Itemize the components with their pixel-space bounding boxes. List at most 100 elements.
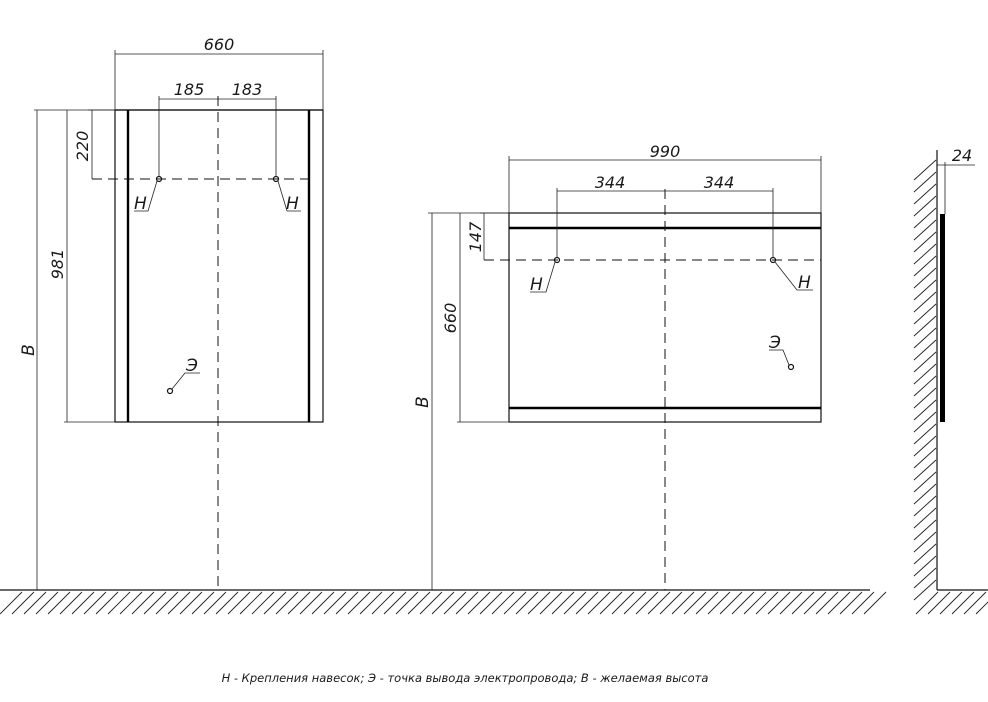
hatch-stroke	[913, 243, 937, 265]
left-top-offset-dim: 220	[73, 131, 92, 162]
middle-view: H H Э 990 344 344 147 660 B	[413, 142, 822, 590]
hatch-stroke	[491, 591, 515, 615]
hatch-stroke	[731, 591, 755, 615]
middle-top-offset-dim: 147	[466, 221, 485, 252]
hatch-stroke	[779, 591, 803, 615]
hatch-stroke	[275, 591, 299, 615]
hatch-stroke	[913, 543, 937, 565]
hatch-stroke	[913, 327, 937, 349]
hatch-stroke	[913, 159, 937, 181]
middle-power-label: Э	[768, 333, 781, 353]
hatch-stroke	[913, 399, 937, 421]
hatch-stroke	[913, 519, 937, 541]
hatch-stroke	[839, 591, 863, 615]
hatch-stroke	[467, 591, 491, 615]
hatch-stroke	[913, 267, 937, 289]
hatch-stroke	[359, 591, 383, 615]
hatch-stroke	[419, 591, 443, 615]
hatch-stroke	[11, 591, 35, 615]
hatch-stroke	[915, 591, 939, 615]
hatch-stroke	[47, 591, 71, 615]
side-depth-dim: 24	[952, 146, 972, 165]
hatch-stroke	[913, 435, 937, 457]
left-power-label: Э	[185, 356, 198, 376]
hatch-stroke	[623, 591, 647, 615]
left-cabinet-outline	[114, 109, 324, 423]
hatch-stroke	[913, 387, 937, 409]
hatch-stroke	[913, 351, 937, 373]
hatch-stroke	[851, 591, 875, 615]
hatch-stroke	[407, 591, 431, 615]
hatch-stroke	[143, 591, 167, 615]
hatch-stroke	[659, 591, 683, 615]
hatch-stroke	[107, 591, 131, 615]
hatch-stroke	[323, 591, 347, 615]
hatch-stroke	[575, 591, 599, 615]
hatch-stroke	[743, 591, 767, 615]
hatch-stroke	[395, 591, 419, 615]
hatch-stroke	[913, 471, 937, 493]
side-mirror-profile	[940, 214, 945, 422]
hatch-stroke	[35, 591, 59, 615]
hatch-stroke	[913, 459, 937, 481]
hatch-stroke	[863, 591, 887, 615]
floor-hatch	[0, 591, 887, 615]
hatch-stroke	[95, 591, 119, 615]
hatch-stroke	[23, 591, 47, 615]
hatch-stroke	[695, 591, 719, 615]
hatch-stroke	[263, 591, 287, 615]
side-view: 24	[913, 146, 988, 615]
hatch-stroke	[203, 591, 227, 615]
hatch-stroke	[119, 591, 143, 615]
hatch-stroke	[913, 567, 937, 589]
middle-mount-label-left: H	[530, 275, 543, 295]
middle-power-point	[787, 363, 795, 371]
hatch-stroke	[251, 591, 275, 615]
side-floor-hatch	[915, 591, 988, 615]
floor	[0, 589, 887, 615]
hatch-stroke	[767, 591, 791, 615]
hatch-stroke	[71, 591, 95, 615]
hatch-stroke	[587, 591, 611, 615]
hatch-stroke	[287, 591, 311, 615]
hatch-stroke	[599, 591, 623, 615]
hatch-stroke	[515, 591, 539, 615]
left-height-dim: 981	[48, 249, 67, 280]
hatch-stroke	[913, 363, 937, 385]
hatch-stroke	[239, 591, 263, 615]
left-mount-label-left: H	[134, 194, 147, 214]
hatch-stroke	[755, 591, 779, 615]
hatch-stroke	[927, 591, 951, 615]
left-offset-left-dim: 185	[174, 80, 205, 99]
hatch-stroke	[913, 339, 937, 361]
hatch-stroke	[913, 183, 937, 205]
hatch-stroke	[975, 601, 988, 615]
hatch-stroke	[913, 279, 937, 301]
hatch-stroke	[913, 483, 937, 505]
legend: H - Крепления навесок; Э - точка вывода …	[221, 671, 709, 685]
hatch-stroke	[803, 591, 827, 615]
hatch-stroke	[683, 591, 707, 615]
hatch-stroke	[913, 447, 937, 469]
hatch-stroke	[913, 195, 937, 217]
left-mount-label-right: H	[286, 194, 299, 214]
hatch-stroke	[913, 219, 937, 241]
hatch-stroke	[215, 591, 239, 615]
hatch-stroke	[551, 591, 575, 615]
middle-height-dim: 660	[441, 303, 460, 334]
hatch-stroke	[443, 591, 467, 615]
hatch-stroke	[227, 591, 251, 615]
hatch-stroke	[311, 591, 335, 615]
hatch-stroke	[913, 291, 937, 313]
hatch-stroke	[347, 591, 371, 615]
hatch-stroke	[299, 591, 323, 615]
hatch-stroke	[383, 591, 407, 615]
hatch-stroke	[913, 207, 937, 229]
hatch-stroke	[939, 591, 963, 615]
hatch-stroke	[913, 531, 937, 553]
hatch-stroke	[719, 591, 743, 615]
hatch-stroke	[913, 411, 937, 433]
hatch-stroke	[179, 591, 203, 615]
hatch-stroke	[827, 591, 851, 615]
